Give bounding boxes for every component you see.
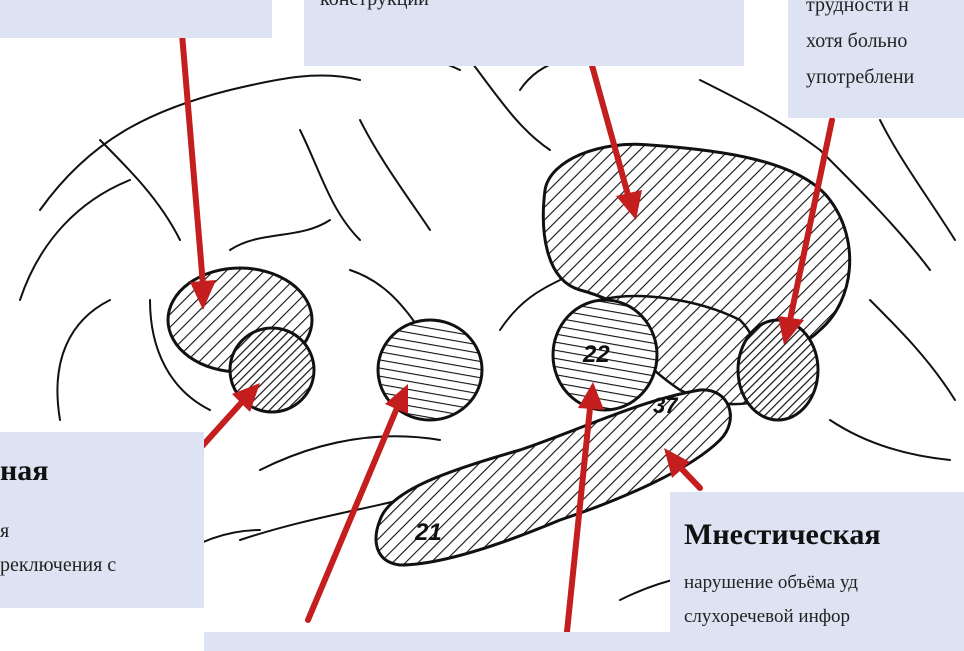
arrow-top-left	[180, 10, 216, 310]
label-right-bottom-title: Мнестическая	[684, 518, 881, 552]
label-right-bottom-line1: нарушение объёма уд	[684, 572, 858, 594]
label-left-middle-line2: реключения с	[0, 554, 116, 577]
area-21-label: 21	[414, 519, 442, 546]
label-left-middle-line1: я	[0, 520, 9, 543]
label-right-bottom-line2: слухоречевой инфор	[684, 606, 850, 628]
area-22-label: 22	[582, 341, 610, 368]
label-left-middle-title: ная	[0, 454, 49, 488]
region-angular-dark	[738, 320, 818, 420]
label-right-bottom: Мнестическая нарушение объёма уд слухоре…	[670, 492, 964, 651]
label-top-center: конструкции	[304, 0, 744, 66]
label-top-right: трудности н хотя больно употреблени	[788, 0, 964, 118]
label-top-right-line1: трудности н	[806, 0, 909, 17]
label-top-right-line3: употреблени	[806, 66, 914, 89]
label-top-right-line2: хотя больно	[806, 30, 907, 53]
label-top-center-line1: конструкции	[320, 0, 429, 11]
area-37-label: 37	[653, 393, 679, 418]
label-bottom-center	[204, 632, 724, 651]
label-left-middle: ная я реключения с	[0, 432, 204, 608]
label-top-left	[0, 0, 272, 38]
